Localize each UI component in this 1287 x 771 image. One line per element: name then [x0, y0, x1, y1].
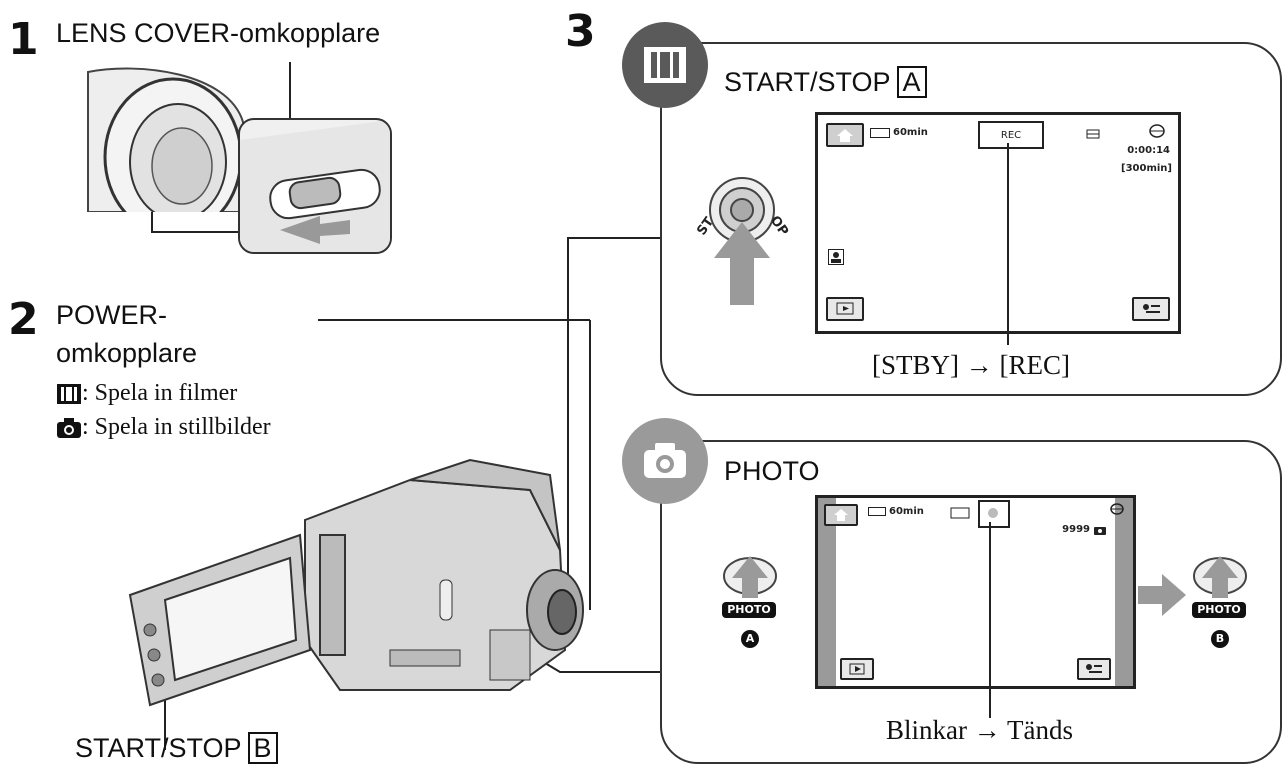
start-stop-button-illustration: ST OP: [690, 160, 810, 320]
right-frame-bar: [1115, 498, 1133, 686]
photo-indicator-box: [978, 500, 1010, 528]
play-icon: [836, 302, 854, 315]
battery-icon: [868, 507, 886, 516]
movie-mode-row: : Spela in filmer: [56, 380, 237, 407]
battery-time: 60min: [893, 127, 928, 138]
movie-mode-desc: : Spela in filmer: [82, 380, 238, 406]
power-switch-label-line1: POWER-: [56, 300, 167, 330]
movie-lcd-screen: 60min REC 0:00:14 [300min]: [815, 112, 1181, 334]
photo-button-b-letter: B: [1211, 630, 1229, 648]
movie-panel-letter-a: A: [896, 66, 927, 98]
photo-lcd-screen: 60min 9999: [815, 495, 1136, 689]
face-detection-icon: [828, 249, 844, 265]
home-button[interactable]: [826, 123, 864, 147]
transition-arrow: [1138, 572, 1188, 623]
photo-button-b-label: PHOTO: [1192, 602, 1246, 618]
movie-panel-title-text: START/STOP: [724, 66, 891, 97]
image-size-icon: [950, 506, 970, 524]
battery-indicator: 60min: [870, 127, 928, 138]
camera-start-stop-letter-b: B: [247, 732, 278, 764]
camera-start-stop-label: START/STOP B: [75, 732, 278, 764]
photo-caption-to: Tänds: [1007, 715, 1073, 745]
photo-button-a-letter: A: [741, 630, 759, 648]
movie-mode-circle: [622, 22, 708, 108]
caption-arrow: →: [965, 350, 993, 380]
camera-icon: [1094, 526, 1106, 535]
home-icon: [837, 129, 853, 142]
step-1-number: 1: [8, 14, 39, 65]
photo-mode-desc: : Spela in stillbilder: [82, 414, 271, 440]
remaining-photos-count: 9999: [1062, 524, 1090, 535]
photo-button-a-illustration: PHOTO A: [720, 548, 780, 658]
remaining-time: [300min]: [1121, 163, 1172, 174]
photo-mode-row: : Spela in stillbilder: [56, 414, 271, 441]
film-icon: [644, 47, 686, 83]
step-2-number: 2: [8, 294, 39, 345]
option-icon: [1086, 664, 1102, 673]
home-button[interactable]: [824, 504, 858, 526]
photo-button-b-illustration: PHOTO B: [1190, 548, 1250, 658]
recording-counter: 0:00:14: [1127, 145, 1170, 156]
hdd-icon: [1109, 502, 1125, 521]
option-button[interactable]: [1077, 658, 1111, 680]
camera-start-stop-text: START/STOP: [75, 732, 242, 763]
photo-caption-from: Blinkar: [886, 715, 967, 745]
rec-status: REC: [1000, 129, 1022, 141]
battery-icon: [870, 127, 890, 138]
movie-panel-title: START/STOP A: [724, 66, 927, 98]
rec-status-box: REC: [978, 121, 1044, 149]
lens-cover-switch-inset: [238, 118, 392, 254]
caption-arrow: →: [973, 715, 1001, 745]
view-images-button[interactable]: [840, 658, 874, 680]
battery-time: 60min: [889, 506, 924, 517]
option-icon: [1143, 304, 1160, 313]
photo-button-a-label: PHOTO: [722, 602, 776, 618]
step-3-number: 3: [565, 6, 596, 57]
option-button[interactable]: [1132, 297, 1170, 321]
photo-panel-title: PHOTO: [724, 456, 820, 486]
lens-cover-label: LENS COVER-omkopplare: [56, 18, 381, 48]
camcorder-illustration: [110, 440, 610, 710]
camera-icon: [644, 443, 686, 478]
camera-icon: [57, 417, 81, 438]
remaining-photos: 9999: [1062, 524, 1107, 535]
wide-mode-icon: [1086, 127, 1100, 145]
left-frame-bar: [818, 498, 836, 686]
view-images-button[interactable]: [826, 297, 864, 321]
movie-caption: [STBY] → [REC]: [872, 350, 1070, 381]
movie-caption-to: [REC]: [999, 350, 1071, 380]
photo-mode-circle: [622, 418, 708, 504]
photo-caption: Blinkar → Tänds: [886, 715, 1073, 746]
lens-illustration: [78, 62, 248, 237]
hdd-icon: [1148, 123, 1166, 144]
photo-indicator-icon: [988, 508, 998, 518]
power-switch-label-line2: omkopplare: [56, 338, 198, 368]
play-icon: [849, 663, 865, 675]
battery-indicator: 60min: [868, 506, 924, 517]
home-icon: [834, 509, 848, 521]
movie-caption-from: [STBY]: [872, 350, 959, 380]
film-icon: [57, 383, 81, 404]
